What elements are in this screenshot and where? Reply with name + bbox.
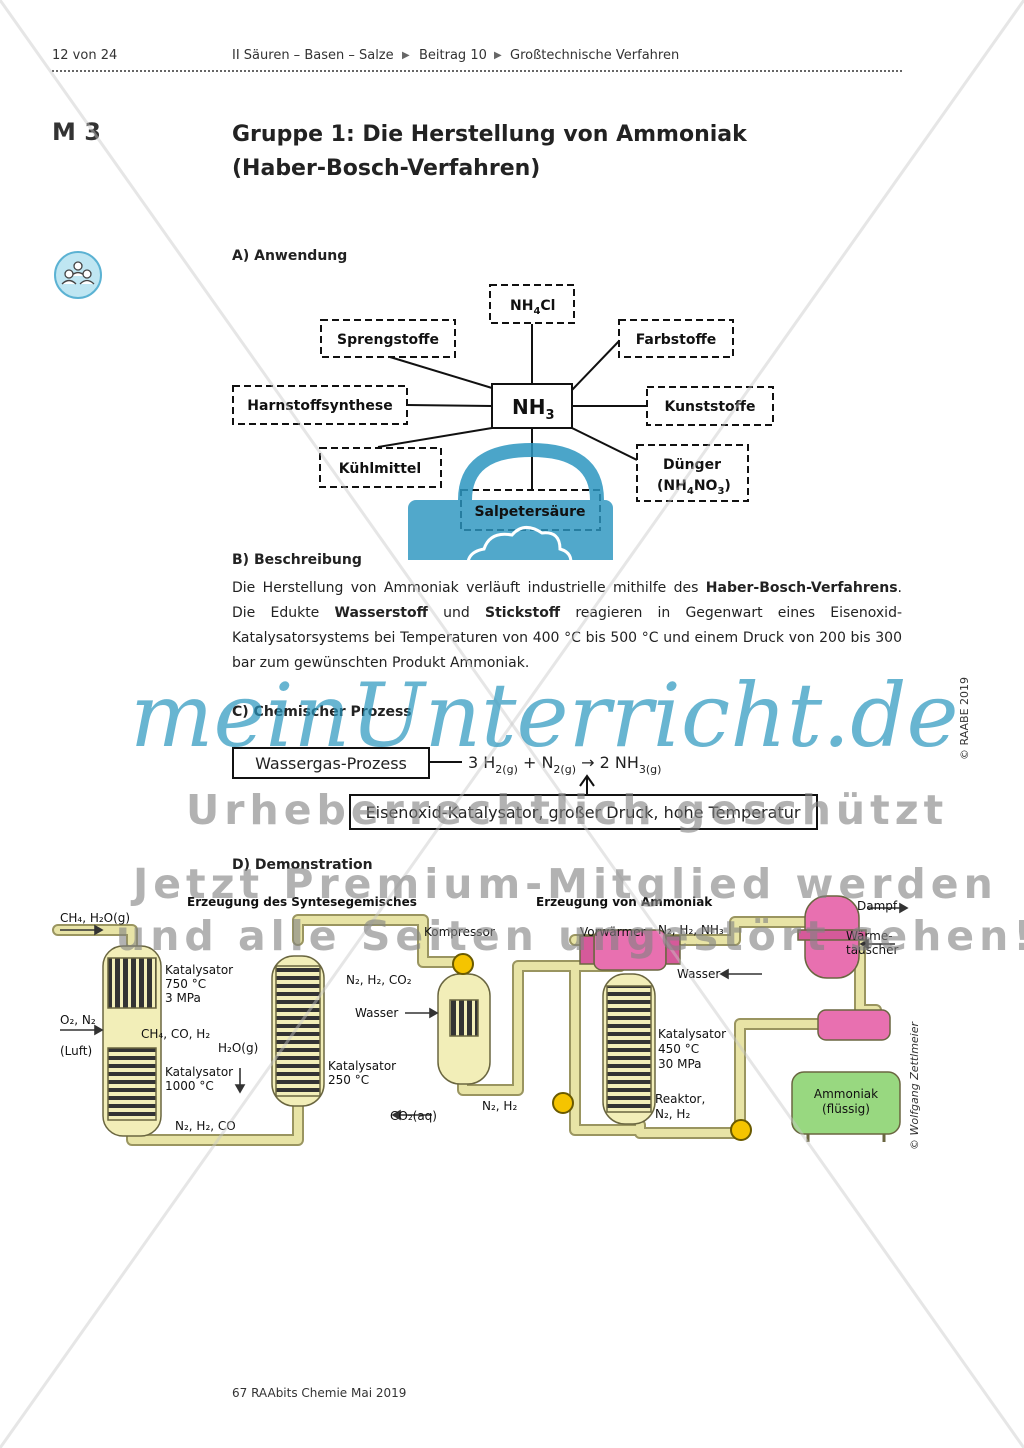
label-ammoniak-fluessig: (flüssig) (822, 1102, 870, 1116)
label-kat3-b: 250 °C (328, 1073, 369, 1087)
node-duenger-formula: (NH4NO3) (657, 478, 731, 497)
section-b-heading: B) Beschreibung (232, 552, 362, 568)
label-wasser-2: Wasser (677, 967, 720, 981)
label-waerme-a: Wärme- (846, 929, 893, 943)
watermark-line-2: Jetzt Premium-Mitglied werden (133, 860, 998, 908)
lock-watermark-icon (408, 442, 613, 560)
label-kat3-a: Katalysator (328, 1059, 396, 1073)
title-line-1: Gruppe 1: Die Herstellung von Ammoniak (232, 122, 747, 147)
desc-bold-stickstoff: Stickstoff (484, 605, 561, 621)
node-kunststoffe: Kunststoffe (664, 399, 755, 415)
label-kat1-a: Katalysator (165, 963, 233, 977)
label-luft: (Luft) (60, 1044, 92, 1058)
label-n2-h2-b: N₂, H₂ (655, 1107, 690, 1121)
node-farbstoffe: Farbstoffe (636, 332, 717, 348)
label-o2-n2: O₂, N₂ (60, 1013, 96, 1027)
title-line-2: (Haber-Bosch-Verfahren) (232, 156, 541, 181)
watermark-line-3: und alle Seiten ungestört sehen! (116, 912, 1024, 960)
material-label: M 3 (52, 118, 101, 146)
chemical-process-scheme: Wassergas-Prozess 3 H2(g) + N2(g) → 2 NH… (232, 747, 818, 830)
section-d-heading: D) Demonstration (232, 857, 373, 873)
label-n2-h2-a: N₂, H₂ (482, 1099, 517, 1113)
label-kat1-b: 750 °C (165, 977, 206, 991)
compressor-pump-icon (452, 953, 474, 975)
label-dampf: Dampf (857, 899, 898, 913)
label-n2-h2-nh3: N₂, H₂, NH₃ (658, 923, 724, 937)
desc-text-4: reagieren in Gegenwart eines Eisenoxid-K… (232, 605, 903, 671)
side-copyright: © RAABE 2019 (958, 676, 971, 760)
desc-bold-wasserstoff: Wasserstoff (334, 605, 428, 621)
label-kat4-a: Katalysator (658, 1027, 726, 1041)
label-kat2-a: Katalysator (165, 1065, 233, 1079)
watermark-line-1: Urheberrechtlich geschützt (186, 786, 949, 834)
label-ammoniak: Ammoniak (814, 1087, 878, 1101)
haber-bosch-plant-diagram: Erzeugung des Syntesegemisches Erzeugung… (52, 895, 909, 1146)
section-a-heading: A) Anwendung (232, 248, 348, 264)
header-divider (52, 70, 902, 72)
label-wasser-1: Wasser (355, 1006, 398, 1020)
group-work-icon (54, 251, 102, 299)
breadcrumb-chapter: II Säuren – Basen – Salze (232, 48, 394, 63)
desc-text-3: und (427, 605, 485, 621)
node-salpetersaeure: Salpetersäure (474, 504, 585, 520)
description-paragraph: Die Herstellung von Ammoniak verläuft in… (232, 576, 902, 676)
label-h2og: H₂O(g) (218, 1041, 258, 1055)
label-reaktor: Reaktor, (655, 1092, 705, 1106)
label-n2-h2-co: N₂, H₂, CO (175, 1119, 236, 1133)
label-kat4-c: 30 MPa (658, 1057, 702, 1071)
label-co2aq: CO₂(aq) (390, 1109, 437, 1123)
breadcrumb-topic: Großtechnische Verfahren (510, 48, 680, 63)
desc-bold-haber-bosch: Haber-Bosch-Verfahrens (705, 580, 898, 596)
node-sprengstoffe: Sprengstoffe (337, 332, 439, 348)
label-vorwaermer: Vorwärmer (580, 925, 646, 939)
breadcrumb-separator-icon: ▶ (402, 50, 410, 61)
label-ch4-co-h2: CH₄, CO, H₂ (141, 1027, 210, 1041)
node-duenger: Dünger (663, 457, 721, 473)
label-ch4-h2o: CH₄, H₂O(g) (60, 911, 130, 925)
image-credit: © Wolfgang Zettlmeier (908, 1021, 921, 1150)
label-kat4-b: 450 °C (658, 1042, 699, 1056)
node-harnstoffsynthese: Harnstoffsynthese (247, 398, 392, 414)
ammonia-uses-mindmap: NH3 NH4Cl Sprengstoffe Farbstoffe Harnst… (232, 284, 774, 560)
catalyst-box: Eisenoxid-Katalysator, großer Druck, hoh… (366, 803, 801, 822)
label-kompressor: Kompressor (424, 925, 495, 939)
label-waerme-b: tauscher (846, 943, 899, 957)
center-node-nh3: NH3 (512, 395, 555, 423)
section-c-heading: C) Chemischer Prozess (232, 704, 412, 720)
label-kat2-b: 1000 °C (165, 1079, 214, 1093)
breadcrumb-article: Beitrag 10 (419, 48, 487, 63)
desc-text-2: . Die Edukte (232, 580, 902, 621)
diagram-title-left: Erzeugung des Syntesegemisches (187, 895, 417, 909)
page-title: Gruppe 1: Die Herstellung von Ammoniak (… (232, 118, 747, 186)
diagram-title-right: Erzeugung von Ammoniak (536, 895, 713, 909)
page-number: 12 von 24 (52, 48, 118, 63)
node-kuehlmittel: Kühlmittel (339, 461, 421, 477)
ammonia-pump-icon (730, 1119, 752, 1141)
reactor-pump-icon (552, 1092, 574, 1114)
desc-text-1: Die Herstellung von Ammoniak verläuft in… (232, 580, 706, 596)
node-nh4cl: NH4Cl (510, 298, 555, 317)
breadcrumb-separator-icon: ▶ (494, 50, 502, 61)
footer-publication: 67 RAAbits Chemie Mai 2019 (232, 1386, 407, 1400)
reaction-equation: 3 H2(g) + N2(g) → 2 NH3(g) (468, 753, 661, 776)
watermark-brand: meinUnterricht.de (130, 664, 959, 767)
label-kat1-c: 3 MPa (165, 991, 201, 1005)
wassergas-box: Wassergas-Prozess (255, 754, 407, 773)
label-n2-h2-co2: N₂, H₂, CO₂ (346, 973, 412, 987)
